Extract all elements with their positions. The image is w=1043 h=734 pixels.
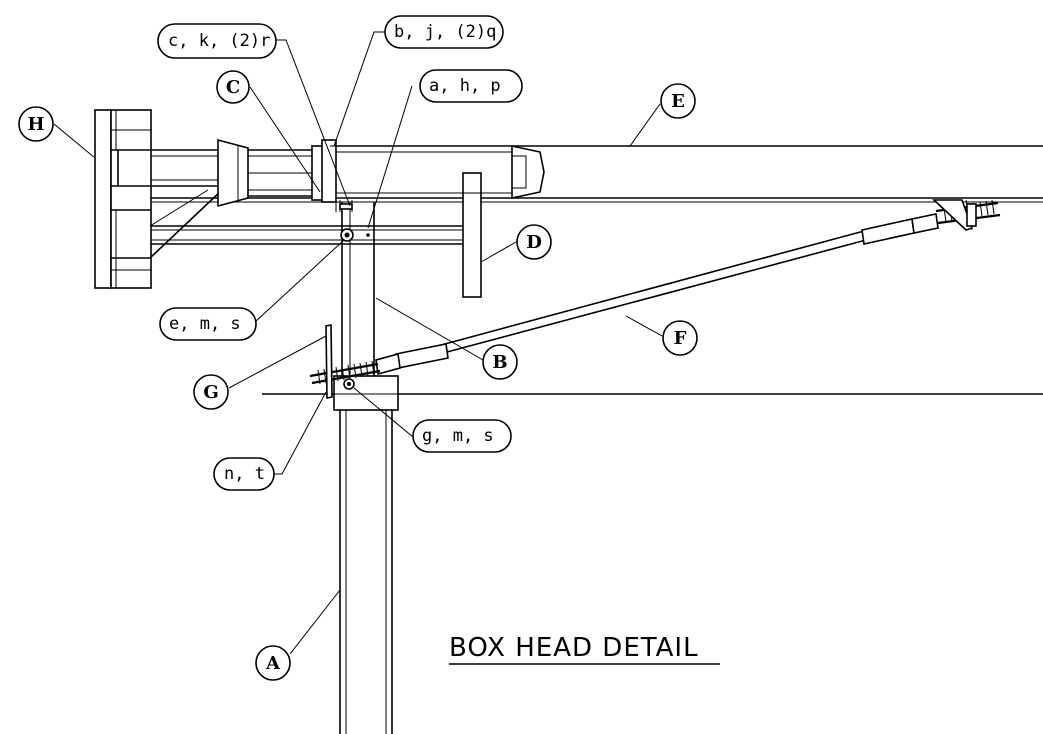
drawing-title: BOX HEAD DETAIL — [449, 633, 720, 665]
svg-text:BOX HEAD DETAIL: BOX HEAD DETAIL — [449, 633, 699, 663]
circle-label-g: G — [193, 374, 229, 410]
svg-text:b, j, (2)q: b, j, (2)q — [394, 22, 496, 42]
svg-text:D: D — [526, 232, 542, 253]
beam-e — [150, 145, 1043, 203]
circle-label-f: F — [662, 320, 698, 356]
callout-gms: g, m, s — [412, 419, 512, 453]
plate-d — [462, 172, 482, 298]
svg-text:C: C — [226, 77, 240, 98]
callout-ems: e, m, s — [159, 307, 257, 341]
brace-f — [309, 199, 1001, 385]
svg-text:G: G — [203, 382, 218, 403]
flared-collar — [217, 138, 249, 208]
plate-g — [325, 324, 333, 399]
inner-tube — [248, 149, 312, 197]
circle-label-e: E — [660, 83, 696, 119]
svg-text:E: E — [671, 91, 685, 112]
circle-label-b: B — [482, 344, 518, 380]
circle-label-c: C — [216, 70, 250, 104]
post-a — [339, 394, 393, 734]
svg-text:e, m, s: e, m, s — [169, 314, 241, 334]
circle-label-d: D — [516, 224, 552, 260]
circle-label-h: H — [18, 106, 54, 142]
leader-lines — [53, 31, 663, 655]
circle-label-a: A — [255, 645, 291, 681]
callout-ckr: c, k, (2)r — [157, 23, 277, 59]
callout-nt: n, t — [213, 457, 275, 491]
head-plate-h — [94, 109, 152, 289]
svg-text:H: H — [27, 114, 44, 135]
svg-text:n, t: n, t — [224, 464, 265, 484]
svg-text:F: F — [674, 328, 687, 349]
svg-text:a, h, p: a, h, p — [429, 76, 501, 96]
clamp-c — [311, 139, 545, 212]
svg-text:A: A — [265, 653, 281, 674]
svg-text:g, m, s: g, m, s — [422, 426, 494, 446]
arm-bars — [150, 225, 462, 245]
svg-text:c, k, (2)r: c, k, (2)r — [168, 31, 270, 51]
svg-text:B: B — [492, 352, 507, 373]
tube — [149, 149, 223, 259]
callout-ahp: a, h, p — [419, 69, 523, 103]
callout-bjq: b, j, (2)q — [384, 15, 504, 49]
